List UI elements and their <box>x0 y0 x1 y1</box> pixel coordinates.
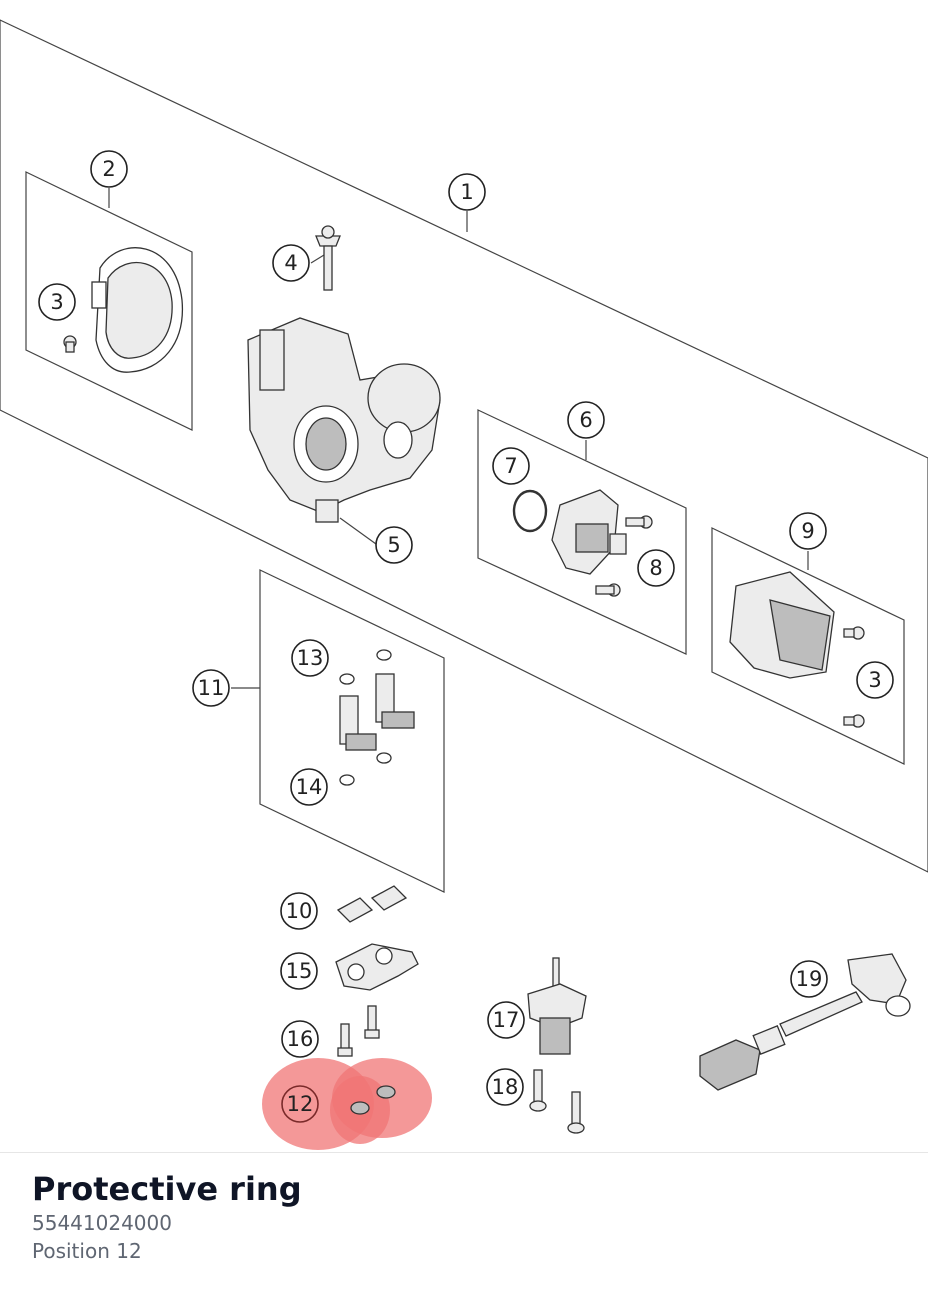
panel-2 <box>25 171 193 431</box>
throttle-body-part <box>247 317 441 523</box>
callout-label: 13 <box>297 646 324 670</box>
panel-6 <box>477 409 687 655</box>
callout-3[interactable]: 3 <box>856 661 894 699</box>
callout-14[interactable]: 14 <box>290 768 328 806</box>
callout-circle <box>790 960 828 998</box>
callout-6[interactable]: 6 <box>567 401 605 439</box>
callout-circle <box>291 639 329 677</box>
callout-circle <box>280 952 318 990</box>
callout-label: 10 <box>286 899 313 923</box>
callout-9[interactable]: 9 <box>789 512 827 550</box>
callout-circle <box>492 447 530 485</box>
callout-circle <box>486 1068 524 1106</box>
callout-label: 19 <box>796 967 823 991</box>
callout-label: 11 <box>198 676 225 700</box>
callout-label: 17 <box>493 1008 520 1032</box>
callout-label: 7 <box>504 454 517 478</box>
callout-4[interactable]: 4 <box>272 244 310 282</box>
callout-label: 8 <box>649 556 662 580</box>
callout-circle <box>90 150 128 188</box>
injectors-part <box>339 649 415 786</box>
callout-label: 15 <box>286 959 313 983</box>
callout-11[interactable]: 11 <box>192 669 230 707</box>
part-position: Position 12 <box>32 1239 142 1263</box>
callout-18[interactable]: 18 <box>486 1068 524 1106</box>
screw-part <box>63 335 77 353</box>
callout-circle <box>272 244 310 282</box>
callout-circle <box>789 512 827 550</box>
callout-label: 3 <box>868 668 881 692</box>
idle-actuator-part <box>729 571 835 679</box>
callout-label: 1 <box>460 180 473 204</box>
callout-circle <box>856 661 894 699</box>
callout-label: 14 <box>296 775 323 799</box>
clips-part <box>336 885 408 923</box>
sensor-mount-screws-part <box>529 1069 585 1134</box>
callout-label: 16 <box>287 1027 314 1051</box>
callout-label: 9 <box>801 519 814 543</box>
callout-label: 3 <box>50 290 63 314</box>
actuator-screws-part <box>843 626 865 728</box>
callout-15[interactable]: 15 <box>280 952 318 990</box>
callout-label: 5 <box>387 533 400 557</box>
callout-3[interactable]: 3 <box>38 283 76 321</box>
fuel-rail-part <box>335 943 419 991</box>
throttle-sensor-part <box>551 489 627 575</box>
rail-screws-part <box>337 1005 380 1057</box>
callout-circle <box>448 173 486 211</box>
callout-19[interactable]: 19 <box>790 960 828 998</box>
sensor-screws-part <box>595 515 653 597</box>
cable-sensor-part <box>699 953 911 1091</box>
callout-17[interactable]: 17 <box>487 1001 525 1039</box>
callout-circle <box>192 669 230 707</box>
callout-label: 12 <box>287 1092 314 1116</box>
part-name: Protective ring <box>32 1170 302 1208</box>
adjust-screw-part <box>315 225 341 291</box>
callout-circle <box>38 283 76 321</box>
callout-7[interactable]: 7 <box>492 447 530 485</box>
assembly-panel <box>0 19 928 873</box>
callout-label: 6 <box>579 408 592 432</box>
map-sensor-part <box>527 957 587 1055</box>
cover-gasket-part <box>91 247 184 373</box>
panel-9 <box>711 527 905 765</box>
callout-16[interactable]: 16 <box>281 1020 319 1058</box>
part-number: 55441024000 <box>32 1211 172 1235</box>
callout-circle <box>567 401 605 439</box>
callout-10[interactable]: 10 <box>280 892 318 930</box>
callout-circle <box>375 526 413 564</box>
panel-11 <box>259 569 445 893</box>
callout-circle <box>637 549 675 587</box>
callout-12[interactable]: 12 <box>281 1085 319 1123</box>
callout-circle <box>280 892 318 930</box>
o-ring-part <box>512 489 548 533</box>
callout-circle <box>281 1085 319 1123</box>
callout-circle <box>281 1020 319 1058</box>
callout-label: 18 <box>492 1075 519 1099</box>
part-info-panel: Protective ring 55441024000 Position 12 <box>0 1152 928 1290</box>
callout-13[interactable]: 13 <box>291 639 329 677</box>
callout-label: 4 <box>284 251 297 275</box>
callout-circle <box>487 1001 525 1039</box>
callout-circle <box>290 768 328 806</box>
callout-1[interactable]: 1 <box>448 173 486 211</box>
callout-5[interactable]: 5 <box>375 526 413 564</box>
callout-2[interactable]: 2 <box>90 150 128 188</box>
callout-label: 2 <box>102 157 115 181</box>
callout-8[interactable]: 8 <box>637 549 675 587</box>
